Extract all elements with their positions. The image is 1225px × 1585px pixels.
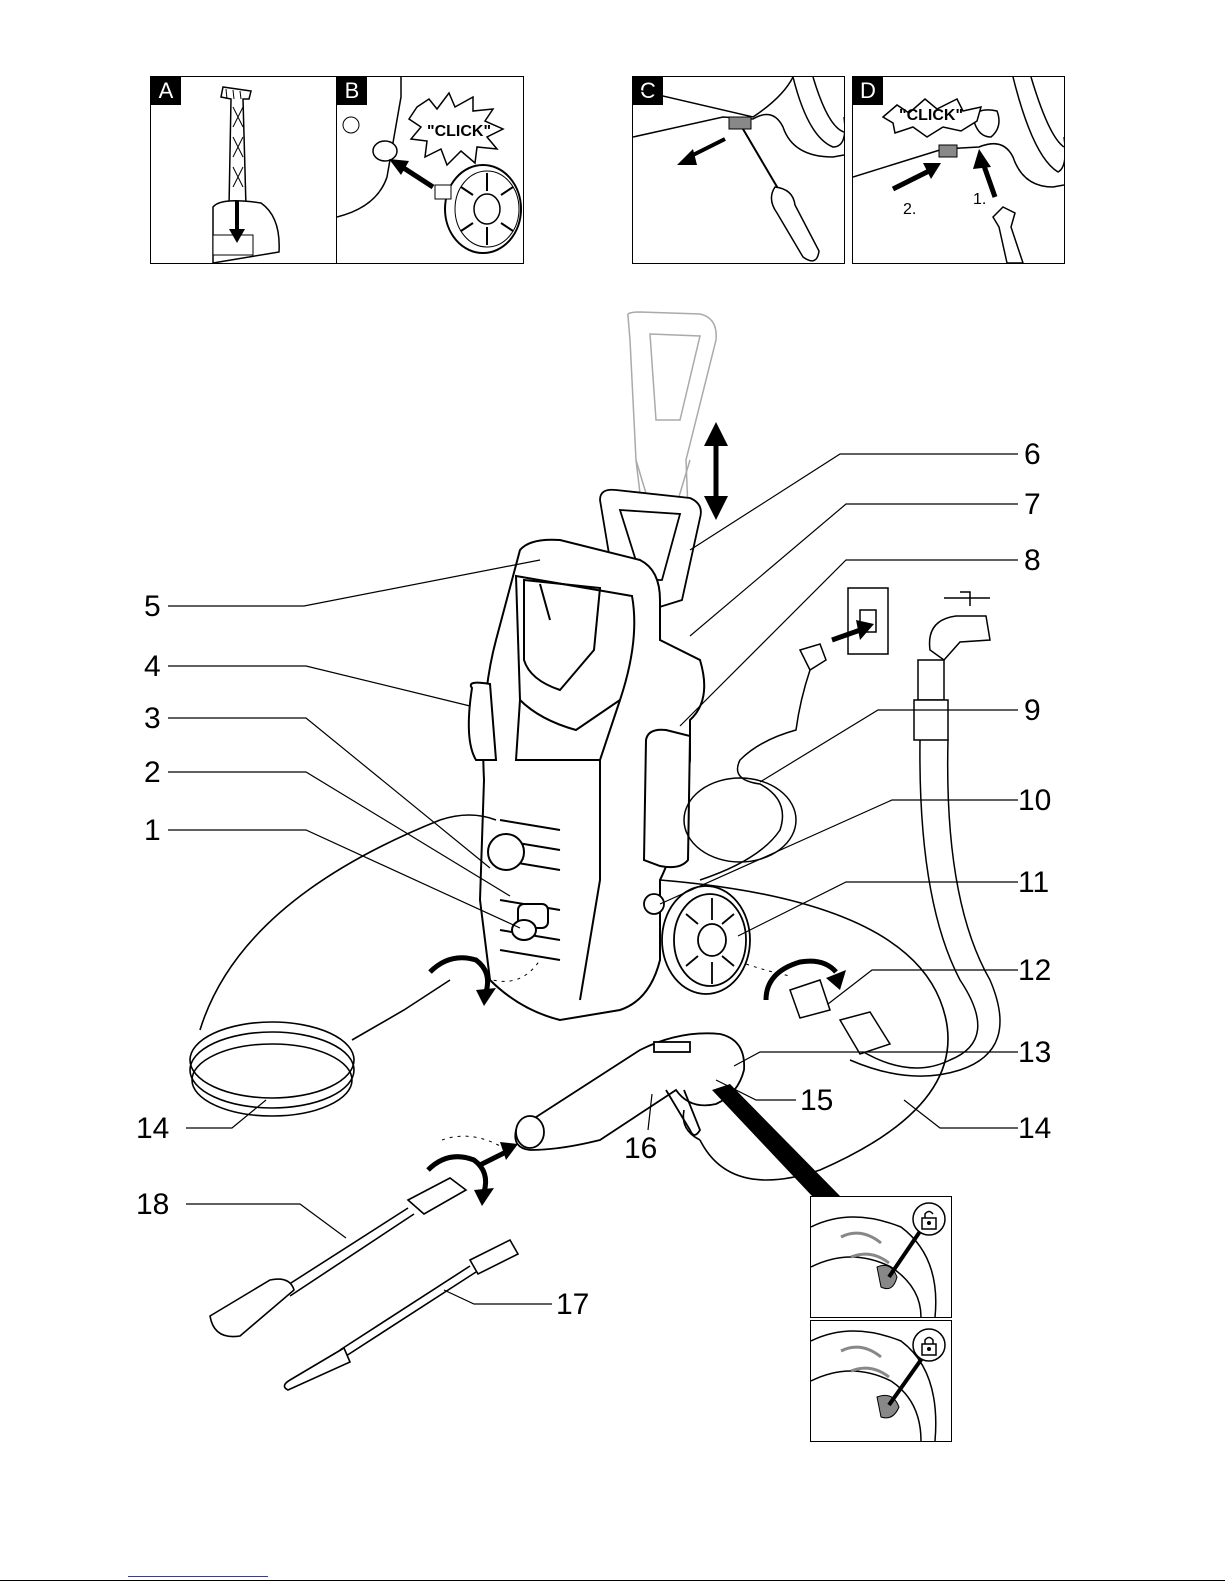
- callout-17: 17: [556, 1290, 589, 1320]
- callout-12: 12: [1018, 956, 1051, 986]
- callout-9: 9: [1024, 696, 1041, 726]
- spray-wand-18: [210, 1178, 466, 1337]
- click-label-b: "CLICK": [427, 123, 491, 141]
- lock-panel-locked: [810, 1320, 952, 1442]
- tap-group: [850, 592, 1000, 1076]
- callout-4: 4: [144, 652, 161, 682]
- leader-lines: [168, 454, 1018, 1304]
- wheel-group: [644, 886, 750, 994]
- panel-b: B "CLICK": [336, 76, 524, 264]
- lock-open-icon: [919, 1209, 939, 1231]
- callout-15: 15: [800, 1086, 833, 1116]
- panel-a-drawing: [151, 77, 337, 263]
- callout-8: 8: [1024, 546, 1041, 576]
- callout-2: 2: [144, 758, 161, 788]
- main-body: [469, 540, 704, 1020]
- panel-b-drawing: [337, 77, 523, 263]
- spray-wand-17: [284, 1240, 518, 1390]
- plug-group: [684, 588, 888, 880]
- callout-6: 6: [1024, 440, 1041, 470]
- extended-handle: [628, 312, 716, 560]
- callout-11: 11: [1018, 868, 1049, 898]
- callout-13: 13: [1018, 1038, 1051, 1068]
- footer-link-underline: [128, 1576, 268, 1577]
- lock-panel-unlocked: [810, 1196, 952, 1318]
- callout-14-right: 14: [1018, 1114, 1051, 1144]
- panel-c-drawing: [633, 77, 844, 263]
- callout-14-left: 14: [136, 1114, 169, 1144]
- handle: [600, 490, 701, 610]
- callout-18: 18: [136, 1190, 169, 1220]
- step-2-label: 2.: [903, 201, 916, 219]
- callout-5: 5: [144, 592, 161, 622]
- click-label-d: "CLICK": [899, 107, 963, 125]
- callout-3: 3: [144, 704, 161, 734]
- step-1-label: 1.: [973, 191, 986, 209]
- callout-10: 10: [1018, 786, 1051, 816]
- rotate-arrow-icon: [428, 958, 846, 1206]
- callout-16: 16: [624, 1134, 657, 1164]
- panel-a: A: [150, 76, 338, 264]
- panel-d-drawing: [853, 77, 1064, 263]
- panel-c: C: [632, 76, 845, 264]
- coupling-group: [790, 980, 890, 1054]
- lock-closed-icon: [919, 1335, 939, 1357]
- callout-7: 7: [1024, 490, 1041, 520]
- hose-reel: [190, 815, 496, 1116]
- callout-1: 1: [144, 816, 161, 846]
- footer-rule: [0, 1580, 1225, 1581]
- hose-loop: [660, 880, 948, 1180]
- panel-d: D "CLICK" 2. 1.: [852, 76, 1065, 264]
- arrow-icon: [478, 1142, 518, 1166]
